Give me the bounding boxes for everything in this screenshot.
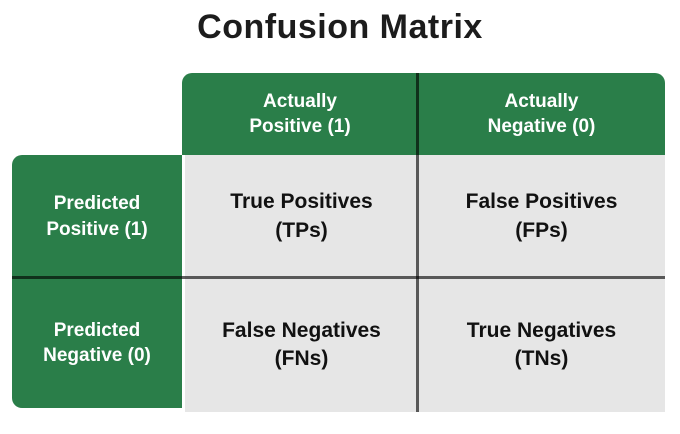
matrix-cells: True Positives (TPs) False Positives (FP… [185,155,665,412]
cell-line: (TNs) [514,347,569,370]
column-header-line: Actually [263,90,337,112]
column-header-band: Actually Positive (1) Actually Negative … [182,73,665,155]
row-header-line: Negative (0) [43,345,151,366]
row-header-line: Predicted [53,319,141,341]
row-header-line: Positive (1) [46,218,148,240]
row-header-predicted-negative: Predicted Negative (0) [12,278,182,408]
row-header-band: Predicted Positive (1) Predicted Negativ… [12,155,182,408]
row-header-line: Predicted [53,193,141,215]
page-title: Confusion Matrix [197,8,483,46]
cell-line: True Negatives [466,318,617,342]
cell-line: (FNs) [274,347,329,370]
column-header-line: Negative (0) [487,116,596,137]
cell-false-positives: False Positives (FPs) [418,155,665,278]
cell-line: (FPs) [515,218,568,242]
cell-false-negatives: False Negatives (FNs) [185,278,418,412]
cell-true-negatives: True Negatives (TNs) [418,278,665,412]
cell-true-positives: True Positives (TPs) [185,155,418,278]
row-header-predicted-positive: Predicted Positive (1) [12,155,182,278]
cell-line: False Negatives [222,318,381,342]
row-divider-line [12,276,665,279]
cell-line: False Positives [465,190,618,214]
column-divider-line [416,73,419,412]
cell-line: (TPs) [275,218,328,242]
column-header-line: Actually [504,90,579,112]
column-header-actually-positive: Actually Positive (1) [182,73,418,155]
column-header-actually-negative: Actually Negative (0) [418,73,665,155]
cell-line: True Positives [230,190,373,214]
column-header-line: Positive (1) [249,116,351,137]
confusion-matrix-table: Actually Positive (1) Actually Negative … [12,73,665,412]
